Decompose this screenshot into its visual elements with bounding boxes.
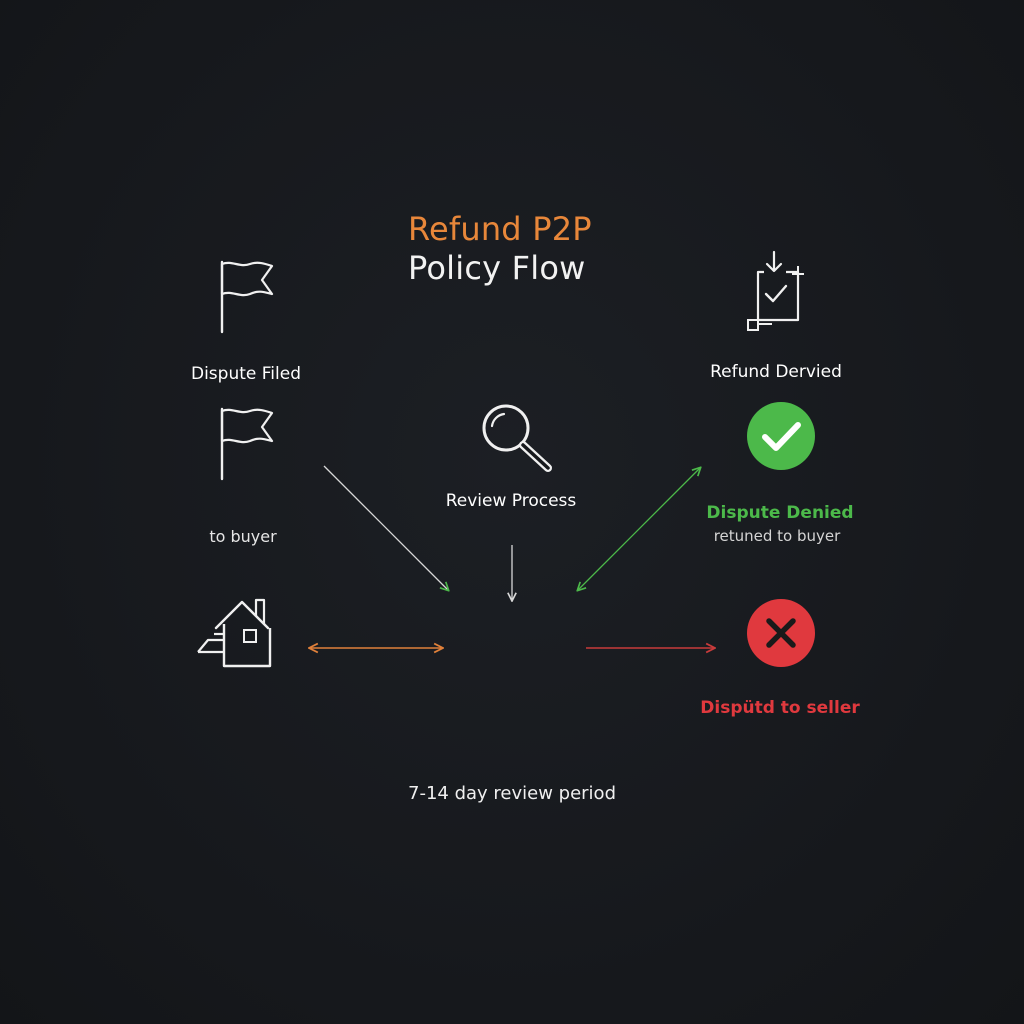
label-refund-denied: Refund Dervied (710, 362, 842, 382)
label-disputed-to-seller: Dispütd to seller (700, 698, 860, 718)
title-line-2: Policy Flow (408, 249, 586, 287)
footer-review-period: 7-14 day review period (408, 783, 616, 804)
title-line-1: Refund P2P (408, 210, 592, 248)
document-check-icon (747, 250, 804, 331)
arrow-flag-to-center (323, 465, 448, 590)
magnifier-icon (482, 404, 552, 472)
label-returned-to-buyer: retuned to buyer (713, 527, 841, 545)
label-dispute-denied: Dispute Denied (706, 503, 854, 523)
x-circle-icon (747, 599, 815, 667)
arrow-center-to-approved (578, 468, 700, 590)
label-review-process: Review Process (445, 491, 577, 511)
label-dispute-filed: Dispute Filed (190, 364, 302, 384)
check-circle-icon (747, 402, 815, 470)
flag-icon (220, 260, 274, 334)
flag-icon (220, 407, 274, 481)
house-icon (197, 598, 272, 668)
label-to-buyer: to buyer (209, 527, 277, 546)
